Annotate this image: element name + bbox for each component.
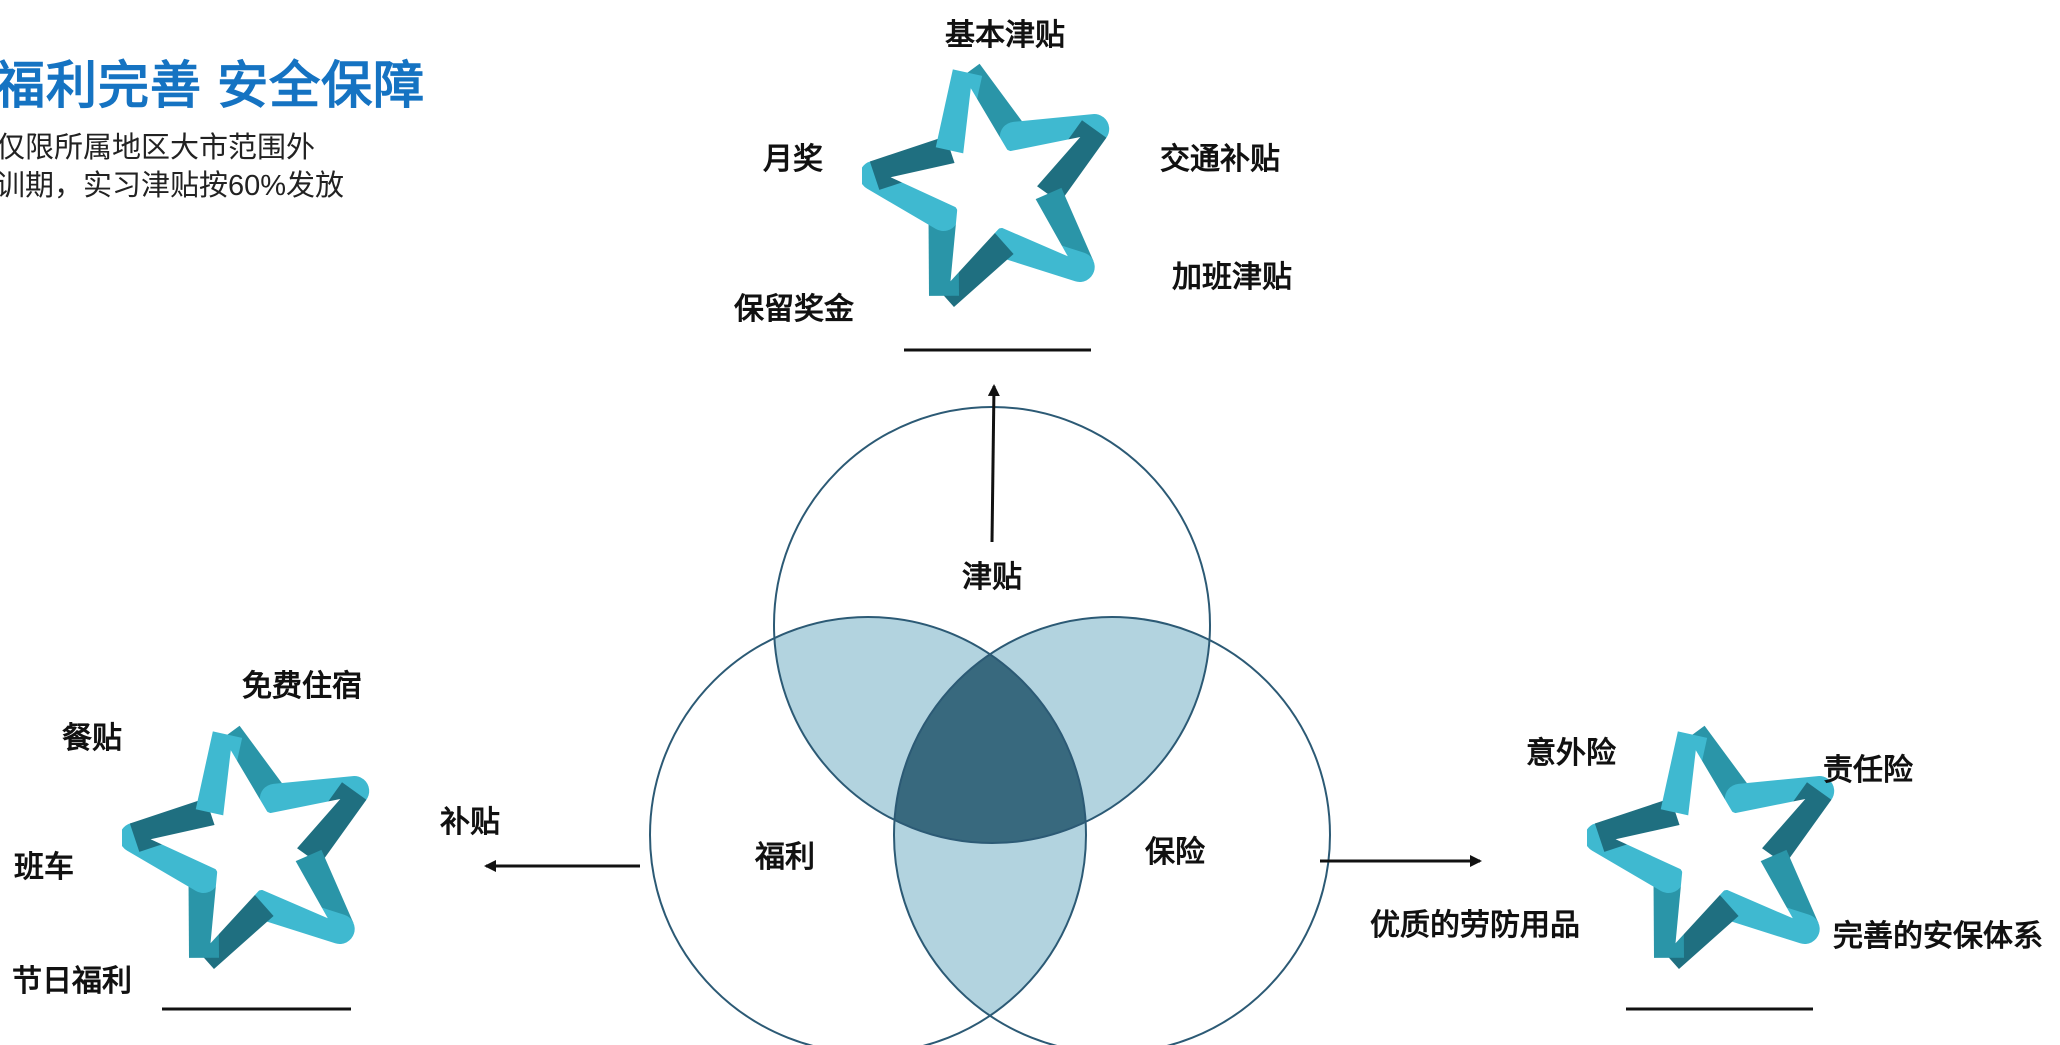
- venn-label-insurance: 保险: [1145, 836, 1205, 869]
- star-ribbon-segment: [1713, 889, 1820, 944]
- star-ribbon-segment: [869, 136, 956, 190]
- star-ribbon-segment: [935, 69, 983, 154]
- star-ribbon-segment: [1760, 782, 1832, 865]
- benefit-item-meal: 餐贴: [62, 722, 122, 755]
- benefit-title: 补贴: [440, 806, 500, 839]
- insurance-item-security: 完善的安保体系: [1833, 920, 2043, 953]
- insurance-item-accident: 意外险: [1526, 737, 1616, 770]
- star-ribbon-segment: [988, 227, 1095, 282]
- benefit-item-housing: 免费住宿: [242, 670, 362, 703]
- allowance-item-retention: 保留奖金: [734, 293, 854, 326]
- page-title: 福利完善 安全保障: [0, 57, 426, 114]
- star-icon-top: [862, 63, 1110, 308]
- venn-label-welfare: 福利: [755, 841, 815, 874]
- star-ribbon-segment: [129, 798, 216, 852]
- insurance-item-liability: 责任险: [1823, 754, 1913, 787]
- benefit-item-shuttle: 班车: [14, 851, 74, 884]
- star-inner: [890, 88, 1081, 282]
- allowance-item-basic: 基本津贴: [945, 19, 1065, 52]
- insurance-item-protective-gear: 优质的劳防用品: [1370, 909, 1580, 942]
- star-ribbon-segment: [248, 889, 355, 944]
- star-ribbon-segment: [1594, 798, 1681, 852]
- star-ribbon-segment: [1035, 120, 1107, 203]
- star-icon-left: [122, 725, 370, 970]
- allowance-item-transport: 交通补贴: [1160, 143, 1280, 176]
- circle-allowance: [773, 406, 1211, 844]
- star-ribbon-segment: [295, 782, 367, 865]
- note-line-1: 仅限所属地区大市范围外: [0, 132, 316, 164]
- star-icon-right: [1587, 725, 1835, 970]
- star-ribbon: [862, 63, 1110, 308]
- overlap-center: [894, 617, 1086, 843]
- star-ribbon-segment: [1660, 731, 1708, 816]
- star-inner: [1615, 750, 1806, 944]
- circle-insurance: [893, 616, 1331, 1045]
- star-ribbon: [122, 725, 370, 970]
- benefit-item-holiday: 节日福利: [12, 965, 132, 998]
- star-ribbon-segment: [195, 731, 243, 816]
- circle-welfare: [649, 616, 1087, 1045]
- arrow-up: [987, 384, 1000, 543]
- allowance-item-monthly: 月奖: [763, 143, 823, 176]
- star-inner: [150, 750, 341, 944]
- star-ribbon: [1587, 725, 1835, 970]
- note-line-2: 训期，实习津贴按60%发放: [0, 170, 345, 202]
- venn-label-allowance: 津贴: [962, 561, 1022, 594]
- allowance-item-overtime: 加班津贴: [1172, 261, 1292, 294]
